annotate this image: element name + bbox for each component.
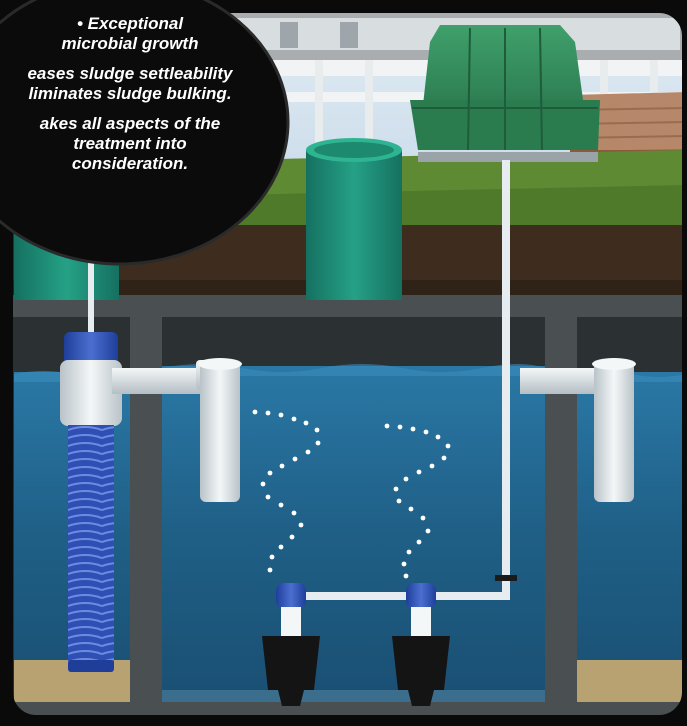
air-line-pipe xyxy=(290,160,517,600)
callout-line-4: liminates sludge bulking. xyxy=(28,84,232,103)
riser-center xyxy=(306,138,402,300)
callout-text: • Exceptional microbial growth eases slu… xyxy=(0,14,300,244)
callout-line-5: akes all aspects of the xyxy=(39,114,221,133)
tank-walls xyxy=(8,295,687,720)
air-pump-box xyxy=(410,25,600,162)
callout-line-2: microbial growth xyxy=(61,34,199,53)
callout-line-1: • Exceptional xyxy=(76,14,184,33)
air-bubbles xyxy=(252,409,451,579)
sludge-right xyxy=(577,660,687,702)
callout-line-7: consideration. xyxy=(71,154,189,173)
transfer-pipe-right xyxy=(520,358,636,502)
diffuser-2 xyxy=(392,583,450,706)
callout-line-6: treatment into xyxy=(73,134,187,153)
transfer-pipe-left xyxy=(112,358,242,502)
callout-bubble xyxy=(0,0,288,264)
callout-line-3: eases sludge settleability xyxy=(27,64,233,83)
diffuser-1 xyxy=(262,583,320,706)
effluent-filter xyxy=(60,240,122,672)
